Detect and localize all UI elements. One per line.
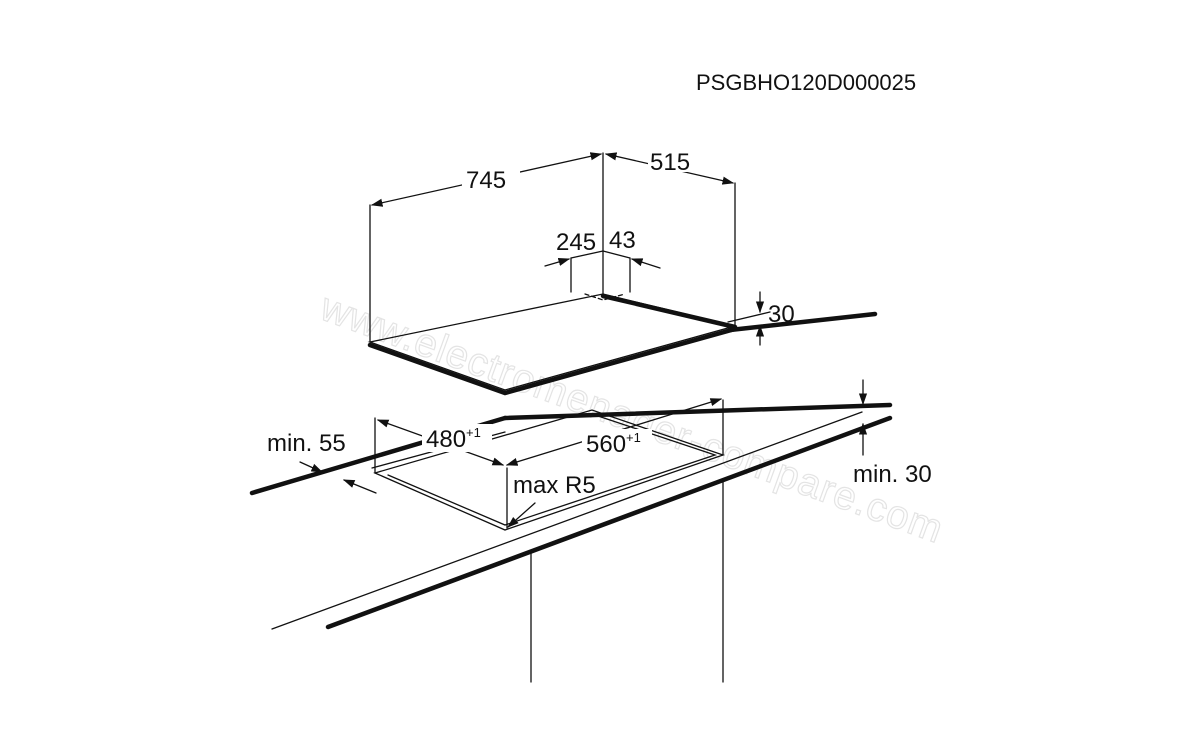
dimension-min-worktop: min. 30 xyxy=(853,379,932,488)
cutout-depth-tolerance: +1 xyxy=(466,425,481,440)
min-worktop-label: min. 30 xyxy=(853,461,932,488)
offset-left-label: 245 xyxy=(556,229,596,256)
cutout-width-label: 560 xyxy=(586,431,626,458)
dimension-offsets: 245 43 xyxy=(544,227,661,293)
product-code: PSGBHO120D000025 xyxy=(696,70,916,95)
offset-right-label: 43 xyxy=(609,227,636,254)
cutout-depth-label: 480 xyxy=(426,426,466,453)
cutout-width-tolerance: +1 xyxy=(626,430,641,445)
depth-label: 515 xyxy=(650,149,690,176)
dimension-cutout-depth: 480+1 xyxy=(376,419,505,466)
width-label: 745 xyxy=(466,167,506,194)
corner-radius-label: max R5 xyxy=(513,472,596,499)
min-front-label: min. 55 xyxy=(267,430,346,457)
dimension-min-front: min. 55 xyxy=(267,430,377,494)
dimension-width: 745 xyxy=(369,152,604,343)
dimension-height: 30 xyxy=(727,291,795,346)
svg-text:480+1: 480+1 xyxy=(426,425,481,453)
dimension-depth: 515 xyxy=(604,148,736,327)
dimension-corner-radius: max R5 xyxy=(506,467,596,529)
dimension-cutout-width: 560+1 xyxy=(505,398,723,466)
svg-text:560+1: 560+1 xyxy=(586,430,641,458)
